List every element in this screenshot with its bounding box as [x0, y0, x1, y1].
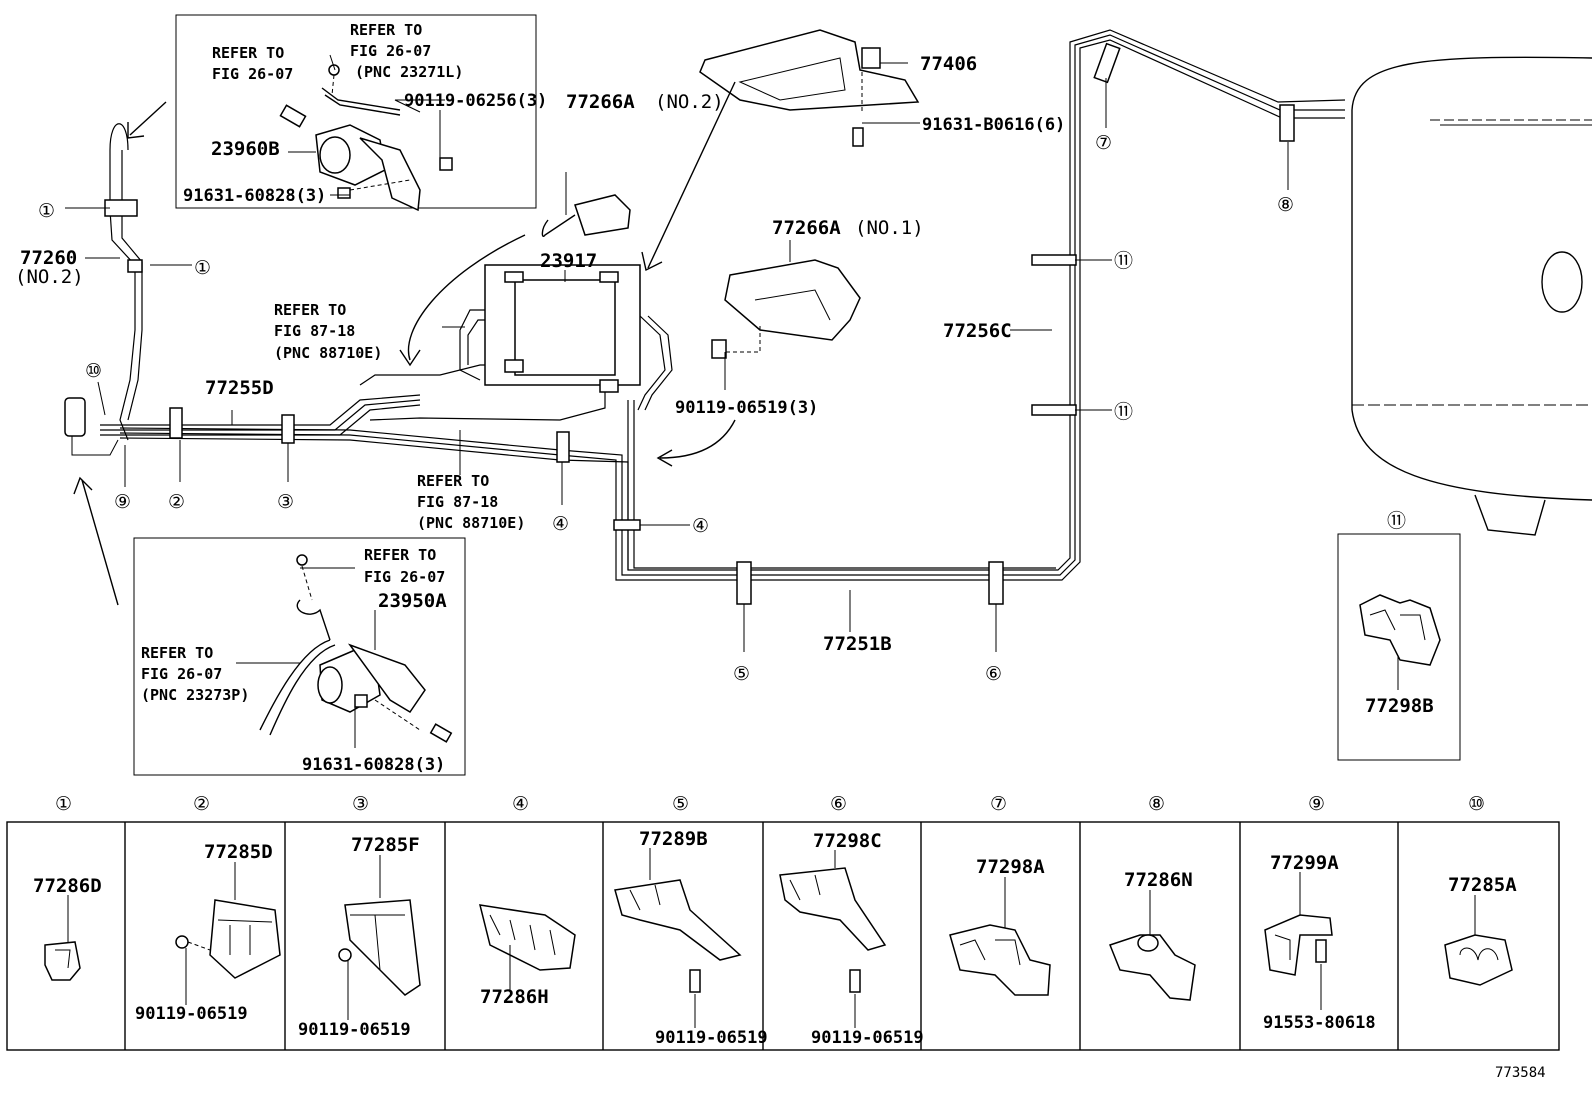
table-num-6: ⑥: [830, 793, 847, 815]
bracket-77266a-no2: [541, 194, 631, 237]
label-23950a: 23950A: [378, 590, 447, 612]
fuel-pipe-routing: [100, 29, 1346, 581]
table-part-5: 77289B: [639, 828, 708, 850]
inset-77298b: [1337, 533, 1461, 761]
callout-1a: ①: [38, 200, 55, 222]
table-part-6: 77298C: [813, 830, 882, 852]
label-23960b: 23960B: [211, 138, 280, 160]
label-77406: 77406: [920, 53, 977, 75]
table-num-8: ⑧: [1148, 793, 1165, 815]
label-77298b: 77298B: [1365, 695, 1434, 717]
table-part-9: 77299A: [1270, 852, 1339, 874]
leader-lines: [65, 54, 1399, 748]
callout-11b: ⑪: [1114, 401, 1133, 423]
table-num-1: ①: [55, 793, 72, 815]
table-num-4: ④: [512, 793, 529, 815]
callout-4b: ④: [692, 515, 709, 537]
label-91631-b0616: 91631-B0616(6): [922, 115, 1065, 135]
vsv-left: [64, 397, 119, 456]
label-90119-06519: 90119-06519(3): [675, 398, 818, 418]
callout-7: ⑦: [1095, 132, 1112, 154]
charcoal-canister: [484, 264, 641, 393]
callout-2: ②: [168, 491, 185, 513]
clip-table: [6, 821, 1560, 1051]
callout-numbers: ① ① ② ③ ④ ④ ⑤ ⑥ ⑦ ⑧ ⑨ ⑩ ⑪ ⑪ ⑪: [38, 132, 1406, 685]
table-part-3: 77285F: [351, 834, 420, 856]
label-77255d: 77255D: [205, 377, 274, 399]
table-num-3: ③: [352, 793, 369, 815]
table-num-5: ⑤: [672, 793, 689, 815]
callout-5: ⑤: [733, 663, 750, 685]
clip-table-labels: ① ② ③ ④ ⑤ ⑥ ⑦ ⑧ ⑨ ⑩ 77286D 77285D 77285F…: [33, 793, 1517, 1048]
label-91631-60828-bottom: 91631-60828(3): [302, 755, 445, 775]
part-labels: 77406 91631-B0616(6) 77266A (NO.2) 77266…: [15, 53, 1546, 1081]
label-91631-60828-top: 91631-60828(3): [183, 186, 326, 206]
table-num-2: ②: [193, 793, 210, 815]
bracket-77406: [699, 29, 920, 147]
table-bolt-3: 90119-06519: [298, 1020, 411, 1040]
table-num-10: ⑩: [1468, 793, 1485, 815]
table-bolt-9: 91553-80618: [1263, 1013, 1376, 1033]
callout-4a: ④: [552, 513, 569, 535]
table-part-4: 77286H: [480, 986, 549, 1008]
label-77260: 77260: [20, 247, 77, 269]
table-part-8: 77286N: [1124, 869, 1193, 891]
callout-9: ⑨: [114, 491, 131, 513]
table-bolt-6: 90119-06519: [811, 1028, 924, 1048]
table-part-10: 77285A: [1448, 874, 1517, 896]
callout-1b: ①: [194, 257, 211, 279]
label-77260-sub: (NO.2): [15, 266, 84, 288]
label-77266a-no1-sub: (NO.1): [855, 217, 924, 239]
label-77266a-no2-sub: (NO.2): [655, 91, 724, 113]
callout-6: ⑥: [985, 663, 1002, 685]
label-23917: 23917: [540, 250, 597, 272]
label-77266a-no2: 77266A: [566, 91, 635, 113]
bracket-77266a-no1: [711, 259, 861, 359]
direction-arrows: [73, 81, 736, 606]
callout-3: ③: [277, 491, 294, 513]
label-90119-06256: 90119-06256(3): [404, 91, 547, 111]
table-part-1: 77286D: [33, 875, 102, 897]
table-bolt-5: 90119-06519: [655, 1028, 768, 1048]
inset-23950a: [133, 537, 466, 776]
callout-8: ⑧: [1277, 194, 1294, 216]
figure-id: 773584: [1495, 1065, 1546, 1081]
label-77266a-no1: 77266A: [772, 217, 841, 239]
table-num-7: ⑦: [990, 793, 1007, 815]
table-part-7: 77298A: [976, 856, 1045, 878]
callout-11a: ⑪: [1114, 250, 1133, 272]
inset-23960b: [175, 14, 537, 212]
callout-11c: ⑪: [1387, 510, 1406, 532]
callout-10: ⑩: [85, 360, 102, 382]
label-77251b: 77251B: [823, 633, 892, 655]
table-num-9: ⑨: [1308, 793, 1325, 815]
label-77256c: 77256C: [943, 320, 1012, 342]
table-bolt-2: 90119-06519: [135, 1004, 248, 1024]
fuel-tank: [1351, 56, 1592, 536]
table-part-2: 77285D: [204, 841, 273, 863]
